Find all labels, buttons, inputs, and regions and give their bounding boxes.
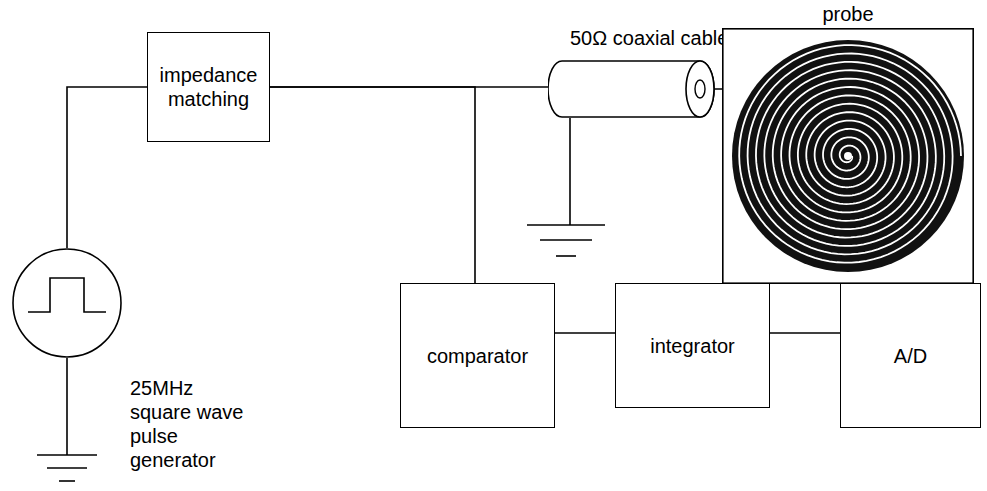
generator-symbol [12, 248, 122, 358]
node-text: comparator [421, 344, 534, 368]
ground-symbol [37, 454, 97, 456]
wire [270, 87, 475, 283]
ground-wire [66, 358, 68, 455]
node-label: 25MHz square wave pulse generator [130, 376, 245, 472]
process-box: impedance matching [147, 32, 270, 142]
ground-wire [569, 118, 571, 225]
spiral-coil [722, 28, 974, 284]
ground-symbol [527, 224, 605, 226]
process-box: integrator [615, 283, 770, 408]
ground-symbol [540, 239, 592, 241]
ground-symbol [47, 467, 87, 469]
coaxial-cable: 50Ω coaxial cable [548, 60, 716, 118]
wire [555, 332, 615, 334]
cable-symbol [548, 60, 716, 118]
ground-symbol [556, 255, 576, 257]
pulse-generator: 25MHz square wave pulse generator [12, 248, 122, 358]
wire [770, 332, 840, 334]
node-text: integrator [644, 334, 741, 358]
process-box: A/D [840, 283, 981, 428]
node-text: A/D [888, 344, 933, 368]
wire [67, 87, 147, 248]
process-box: comparator [400, 283, 555, 428]
node-text: impedance matching [148, 63, 269, 111]
node-label: probe [818, 2, 878, 26]
probe-box: probe [722, 28, 974, 284]
ground-symbol [59, 480, 75, 482]
